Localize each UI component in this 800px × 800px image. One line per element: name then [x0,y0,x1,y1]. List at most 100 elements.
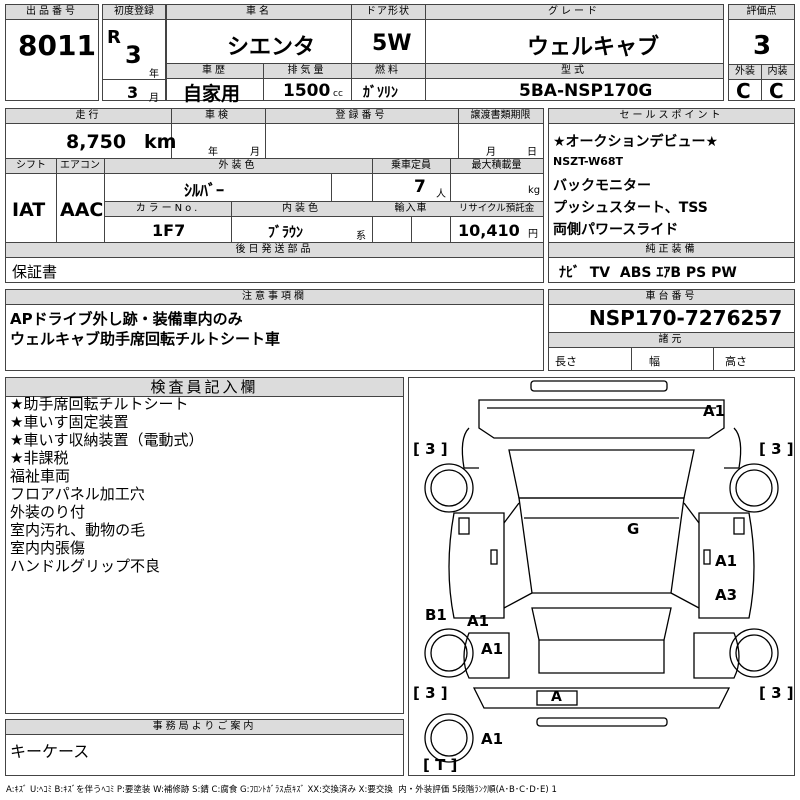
tire-front-left: [ 3 ] [413,440,448,458]
fuel-label: 燃料 [351,64,425,79]
spare-tire: [ T ] [423,756,458,774]
first-registration-box: 初度登録 R 3 年 3 月 [102,4,166,104]
int-score: C [769,79,784,103]
spec-width: 幅 [649,355,660,368]
recycle-label: リサイクル預託金 [450,202,543,217]
mark-g: G [627,520,640,538]
year-unit: 年 [149,69,159,80]
sales-point-box: セールスポイント ★オークションデビュー★ NSZT-W68T バックモニター … [548,108,795,283]
capacity-unit: 人 [436,189,446,200]
tire-front-right: [ 3 ] [759,440,794,458]
ext-color: ｼﾙﾊﾞｰ [184,181,225,200]
spec-box: 走行 車検 登録番号 譲渡書類期限 8,750 km 年 月 月 日 シフト エ… [5,108,544,283]
inspector-box: 検査員記入欄 ★助手席回転チルトシート ★車いす固定装置 ★車いす収納装置（電動… [5,377,404,714]
int-color: ﾌﾞﾗｳﾝ [268,225,303,241]
later-parts-label: 後日発送部品 [6,243,543,258]
score: 3 [753,31,772,61]
mark-a3: A3 [715,586,738,604]
caution-line-1: APドライブ外し跡・装備車内のみ [10,310,243,328]
grade-label: グレード [425,5,723,20]
import-label: 輸入車 [372,202,450,217]
spec-height: 高さ [725,355,747,368]
genuine-label: 純正装備 [549,243,794,258]
sales-point-5: 両側パワースライド [553,222,679,238]
sales-points-label: セールスポイント [549,109,794,124]
lot-number: 8011 [18,29,96,62]
inspector-line-2: ★車いす固定装置 [10,413,129,431]
ext-color-label: 外装色 [104,159,372,174]
mark-a1-left-1: A1 [467,612,490,630]
ext-score: C [736,79,751,103]
int-score-label: 内装 [761,64,794,80]
inspector-line-8: 室内汚れ、動物の毛 [10,521,146,539]
inspection-year-unit: 年 [208,147,218,158]
shift-label: シフト [6,159,56,174]
max-load-label: 最大積載量 [450,159,543,174]
mark-a1-bottom: A1 [481,730,504,748]
inspection-label: 車検 [171,109,265,124]
door-label: ドア形状 [351,5,425,20]
month-unit: 月 [149,93,159,104]
era: R [107,27,121,48]
model: 5BA-NSP170G [519,81,653,101]
ext-score-label: 外装 [729,64,761,80]
mileage-unit: km [144,131,177,153]
sales-point-3: バックモニター [553,178,651,194]
office-box: 事務局よりご案内 キーケース [5,719,404,776]
caution-label: 注意事項欄 [6,290,543,305]
sales-point-2: NSZT-W68T [553,155,624,168]
first-reg-label: 初度登録 [103,5,165,20]
displacement-label: 排気量 [263,64,351,79]
sales-point-4: プッシュスタート、TSS [553,200,708,216]
car-name: シエンタ [227,35,316,60]
later-parts: 保証書 [12,263,58,281]
legend: A:ｷｽﾞ U:ﾍｺﾐ B:ｷｽﾞを伴うﾍｺﾐ P:要塗装 W:補修跡 S:錆 … [6,785,557,795]
tire-rear-left: [ 3 ] [413,684,448,702]
inspector-line-1: ★助手席回転チルトシート [10,395,189,413]
transfer-day-unit: 日 [527,147,537,158]
office-label: 事務局よりご案内 [6,720,403,735]
mileage-label: 走行 [6,109,171,124]
history-label: 車歴 [167,64,263,79]
grade: ウェルキャブ [527,35,660,60]
inspector-line-9: 室内内張傷 [10,539,86,557]
inspector-line-7: 外装のり付 [10,503,86,521]
score-label: 評価点 [729,5,794,20]
color-no: 1F7 [152,221,186,240]
chassis-box: 車台番号 NSP170-7276257 諸元 長さ 幅 高さ [548,289,795,371]
capacity-label: 乗車定員 [372,159,450,174]
lot-label: 出品番号 [6,5,98,20]
mark-a1-right: A1 [715,552,738,570]
tire-rear-right: [ 3 ] [759,684,794,702]
reg-no-label: 登録番号 [265,109,458,124]
chassis-number: NSP170-7276257 [589,306,783,330]
spec-length: 長さ [555,355,577,368]
mark-a1-left-2: A1 [481,640,504,658]
model-label: 型式 [425,64,723,79]
first-reg-month: 3 [127,83,139,102]
car-diagram-box: [ 3 ] [ 3 ] [ 3 ] [ 3 ] [ T ] A1 G A1 A3… [408,377,795,776]
inspection-month-unit: 月 [250,147,260,158]
specs-label: 諸元 [549,332,794,348]
aircon: AAC [60,199,104,221]
color-no-label: カラーNo. [105,202,231,217]
transfer-month-unit: 月 [486,147,496,158]
mark-a-rear: A [551,689,562,705]
recycle: 10,410 [458,221,520,240]
mileage: 8,750 [66,131,127,153]
aircon-label: エアコン [56,159,104,174]
history: 自家用 [183,83,241,105]
recycle-unit: 円 [528,229,538,240]
car-diagram [424,380,779,763]
sales-point-1: ★オークションデビュー★ [553,134,719,150]
first-reg-year: 3 [125,41,142,69]
caution-box: 注意事項欄 APドライブ外し跡・装備車内のみ ウェルキャブ助手席回転チルトシート… [5,289,544,371]
chassis-label: 車台番号 [549,290,794,305]
inspector-line-4: ★非課税 [10,449,69,467]
main-info-box: 車名 ドア形状 グレード シエンタ 5W ウェルキャブ 車歴 排気量 燃料 型式… [166,4,724,105]
capacity: 7 [414,177,426,197]
lot-box: 出品番号 8011 [5,4,99,101]
displacement-unit: cc [333,89,343,99]
mark-b1: B1 [425,606,447,624]
inspector-line-3: ★車いす収納装置（電動式） [10,431,204,449]
